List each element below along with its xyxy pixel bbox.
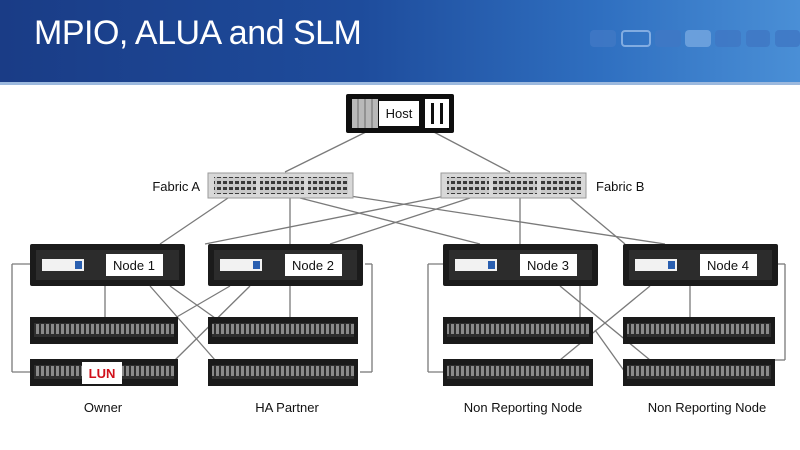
node-3-label: Node 3 (527, 258, 569, 273)
node-2-controller: Node 2 (208, 244, 363, 286)
fabric-a-label: Fabric A (152, 179, 200, 194)
banner-decoration (685, 30, 711, 47)
node-4-controller: Node 4 (623, 244, 778, 286)
disk-shelf-node-3-upper (443, 317, 593, 344)
node-4-label: Node 4 (707, 258, 749, 273)
node-2-role: HA Partner (255, 400, 319, 415)
host-server: Host (346, 94, 454, 133)
connector-lines (11, 129, 786, 373)
fabric-a-switch (207, 172, 354, 199)
disk-shelf-node-4-lower (623, 359, 775, 386)
fabric-b-switch (440, 172, 587, 199)
banner-decoration (655, 30, 681, 47)
banner-decoration (775, 30, 800, 47)
disk-shelf-node-3-lower (443, 359, 593, 386)
node-3-controller: Node 3 (443, 244, 598, 286)
banner-decoration (746, 30, 770, 47)
node-2-label: Node 2 (292, 258, 334, 273)
lun-label-box (82, 362, 122, 384)
banner-decoration (590, 30, 616, 47)
banner-decoration (621, 30, 651, 47)
node-1-controller: Node 1 (30, 244, 185, 286)
disk-shelf-node-2-lower (208, 359, 358, 386)
disk-shelf-node-1-upper (30, 317, 178, 344)
fabric-b-label: Fabric B (596, 179, 644, 194)
node-1-label: Node 1 (113, 258, 155, 273)
disk-shelf-node-2-upper (208, 317, 358, 344)
node-3-role: Non Reporting Node (464, 400, 583, 415)
slide-title: MPIO, ALUA and SLM (34, 14, 362, 52)
disk-shelf-node-4-upper (623, 317, 775, 344)
disk-shelf-node-1-lower: LUN (30, 359, 178, 386)
lun-label: LUN (89, 366, 116, 381)
node-4-role: Non Reporting Node (648, 400, 767, 415)
host-label: Host (386, 106, 413, 121)
banner-decoration (715, 30, 741, 47)
node-1-role: Owner (84, 400, 123, 415)
banner-divider (0, 82, 800, 85)
